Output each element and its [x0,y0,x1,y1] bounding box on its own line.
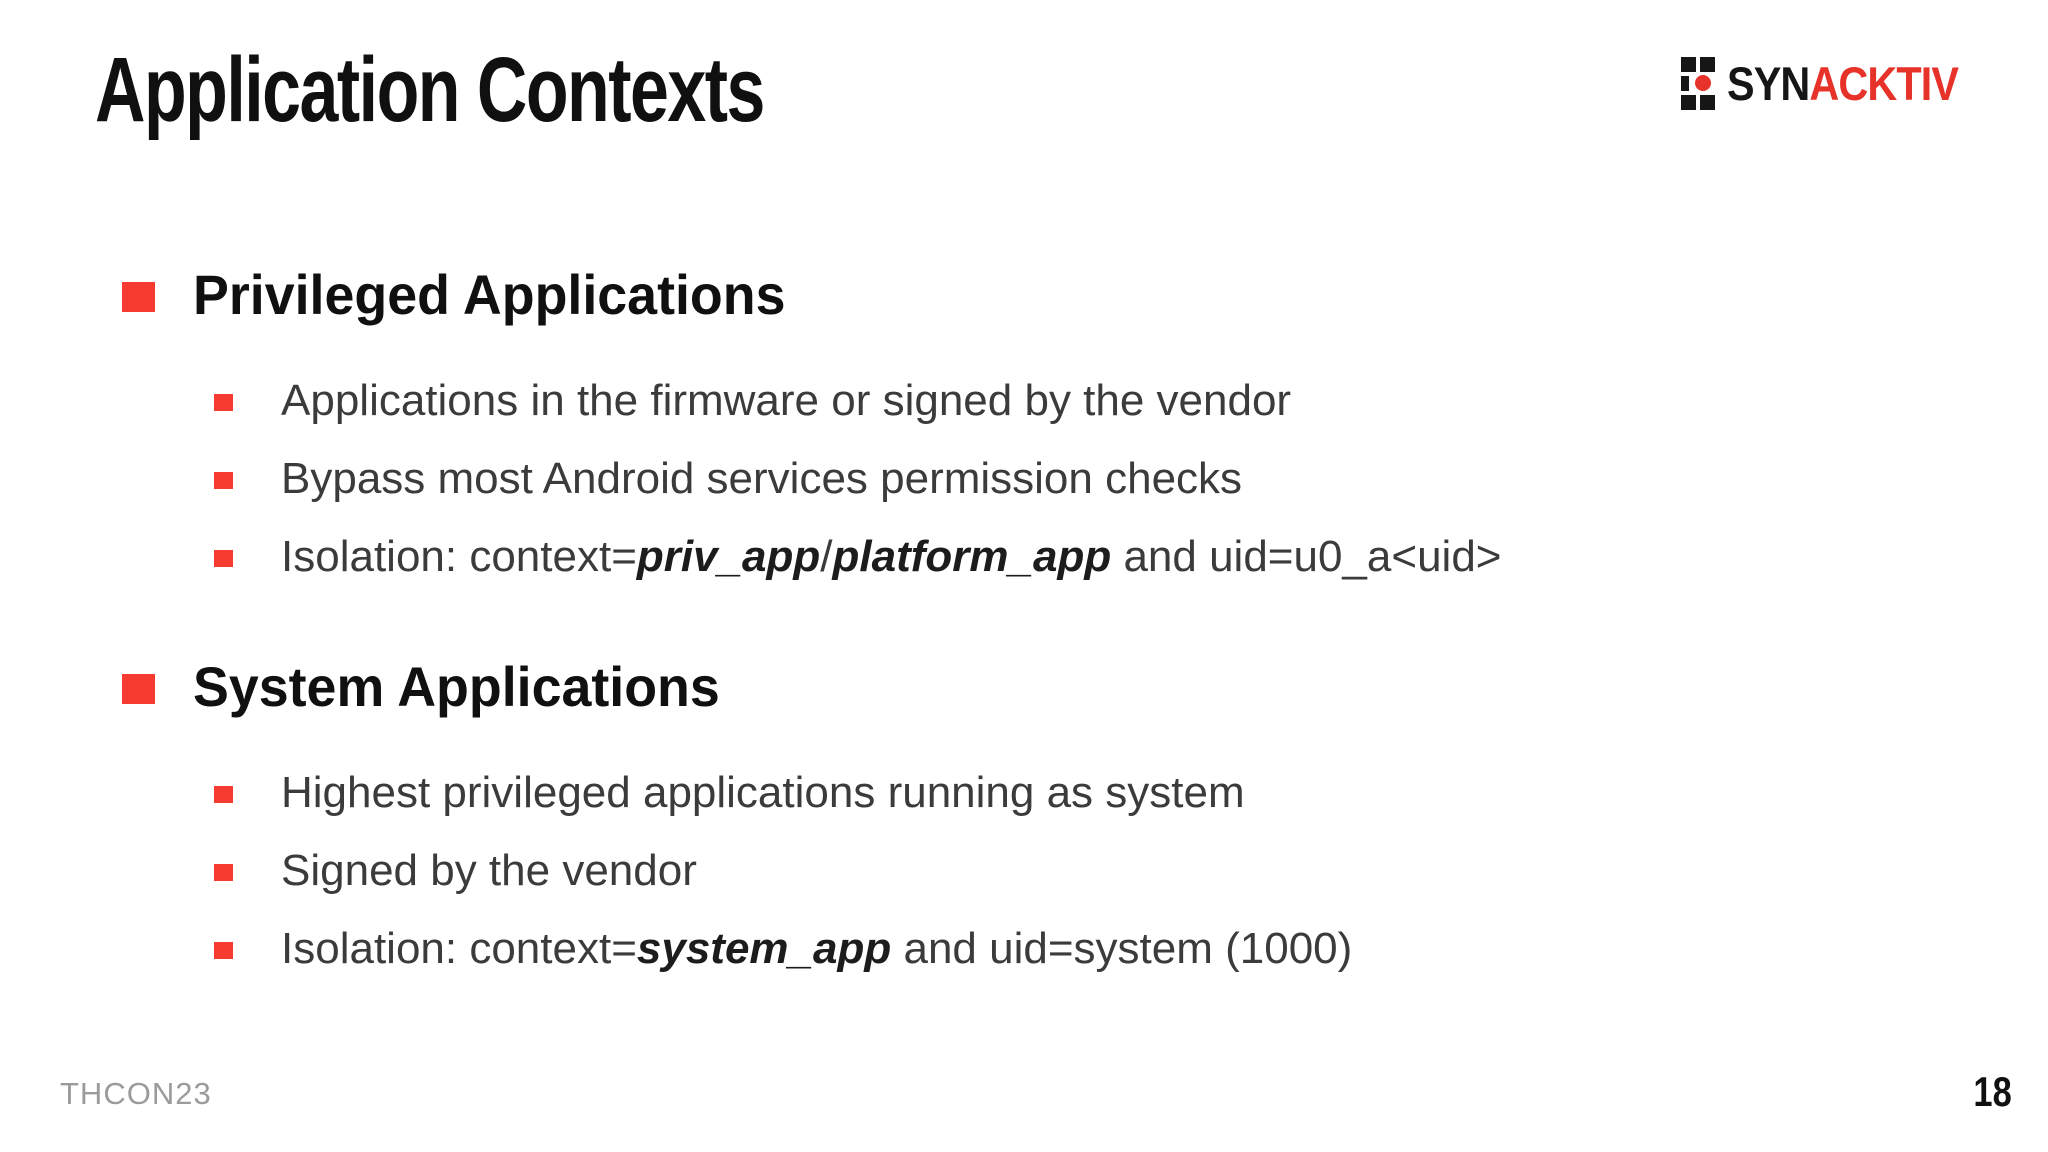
section-heading: System Applications [193,655,720,718]
text-run-emphasis: priv_app [636,532,821,581]
section-heading-row: Privileged Applications [122,262,1942,328]
logo-grid-square [1681,76,1690,91]
list-item-text: Highest privileged applications running … [281,768,1245,817]
text-run: and uid=u0_a<uid> [1111,532,1502,581]
bullet-square-icon [122,674,155,704]
page-title: Application Contexts [95,39,765,141]
text-run: Isolation: context= [281,532,637,581]
list-item-text: Isolation: context=priv_app/platform_app… [281,518,1501,596]
bullet-square-icon [214,864,233,881]
synacktiv-logo-icon [1681,57,1716,110]
synacktiv-logo: SYNACKTIV [1681,56,1990,111]
list-item: Bypass most Android services permission … [122,440,1942,518]
text-run: and uid=system (1000) [891,924,1353,973]
bullet-square-icon [214,550,233,567]
list-item-text: Applications in the firmware or signed b… [281,376,1292,425]
section-privileged-applications: Privileged Applications Applications in … [122,262,1942,596]
logo-text-acktiv: ACKTIV [1809,57,1960,110]
bullet-square-icon [214,472,233,489]
logo-grid-square [1681,95,1697,110]
list-item-text: Bypass most Android services permission … [281,454,1243,503]
bullet-list: Applications in the firmware or signed b… [122,362,1942,596]
bullet-square-icon [122,282,155,312]
section-heading-row: System Applications [122,654,1942,720]
section-heading: Privileged Applications [193,263,786,326]
bullet-list: Highest privileged applications running … [122,754,1942,988]
text-run: / [820,532,833,581]
bullet-square-icon [214,394,233,411]
text-run-emphasis: system_app [636,924,892,973]
bullet-square-icon [214,942,233,959]
logo-text-syn: SYN [1727,57,1810,110]
footer-conference-label: THCON23 [60,1076,212,1111]
text-run-emphasis: platform_app [832,532,1112,581]
logo-grid-red-dot [1695,75,1712,91]
bullet-square-icon [214,786,233,803]
list-item-text: Signed by the vendor [281,846,697,895]
list-item-text: Isolation: context=system_app and uid=sy… [281,910,1352,988]
page-number: 18 [1973,1068,2012,1115]
list-item: Highest privileged applications running … [122,754,1942,832]
logo-grid-square [1700,95,1716,110]
list-item: Signed by the vendor [122,832,1942,910]
logo-grid-square [1700,57,1716,72]
text-run: Isolation: context= [281,924,637,973]
section-system-applications: System Applications Highest privileged a… [122,654,1942,988]
logo-grid-square [1681,57,1697,72]
list-item: Applications in the firmware or signed b… [122,362,1942,440]
list-item: Isolation: context=priv_app/platform_app… [122,518,1942,596]
synacktiv-logo-text: SYNACKTIV [1727,56,1960,111]
slide-body: Privileged Applications Applications in … [122,262,1942,988]
list-item: Isolation: context=system_app and uid=sy… [122,910,1942,988]
